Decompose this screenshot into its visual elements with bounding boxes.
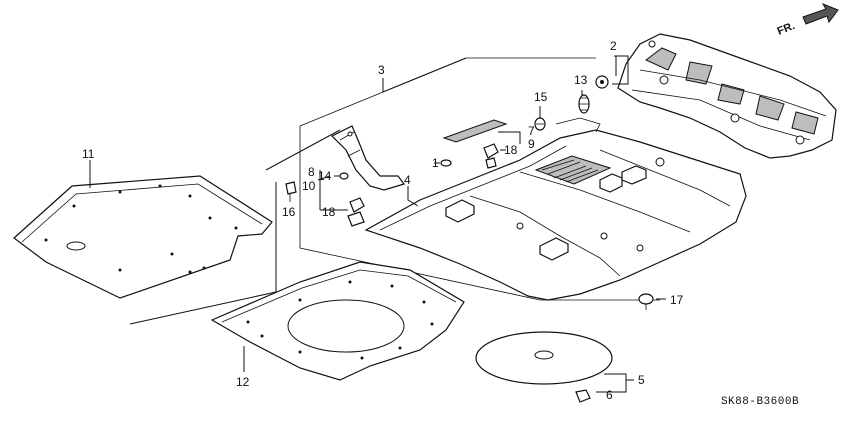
diagram-code: SK88-B3600B (721, 396, 799, 408)
callout-label-1: 1 (432, 156, 439, 170)
callout-label-17: 17 (670, 293, 684, 307)
callout-label-16: 16 (282, 205, 296, 219)
front-direction-arrow-icon (802, 2, 839, 25)
callout-label-3: 3 (378, 63, 385, 77)
callout-label-18-upper: 18 (504, 143, 518, 157)
sill-strip (442, 119, 508, 143)
clip-part-1 (440, 159, 452, 167)
callout-label-14: 14 (318, 169, 332, 183)
clip-part-14 (339, 172, 349, 180)
seat-bracket-part-8 (330, 125, 405, 191)
clip-part-17 (638, 293, 654, 310)
callout-label-13: 13 (574, 73, 588, 87)
callout-label-4: 4 (404, 173, 411, 187)
spare-tire-cover-board-part-12 (210, 261, 465, 381)
dashboard-insulator (617, 33, 837, 159)
callout-label-11: 11 (82, 147, 95, 161)
front-direction-label: FR. (776, 20, 797, 38)
callout-label-10: 10 (302, 179, 316, 193)
callout-label-12: 12 (236, 375, 250, 389)
callout-label-6: 6 (606, 388, 613, 402)
callout-label-7: 7 (528, 124, 535, 138)
callout-label-8: 8 (308, 165, 315, 179)
callout-label-2: 2 (610, 39, 617, 53)
trunk-floor-panel-part-11 (13, 175, 273, 299)
spare-tire-cover-disc-part-5 (475, 331, 613, 385)
clip-part-15 (534, 117, 546, 131)
clip-part-6 (575, 389, 591, 403)
grommet-part-13 (578, 94, 590, 114)
clip-part-16 (285, 181, 297, 202)
callout-label-5: 5 (638, 373, 645, 387)
callout-label-9: 9 (528, 137, 535, 151)
clip-part-18-upper (483, 143, 499, 169)
callout-label-15: 15 (534, 90, 548, 104)
clip-part-2 (595, 75, 609, 89)
clip-part-18-lower (347, 197, 365, 227)
floor-carpet-part-4 (364, 117, 747, 301)
callout-label-18-lower: 18 (322, 205, 336, 219)
